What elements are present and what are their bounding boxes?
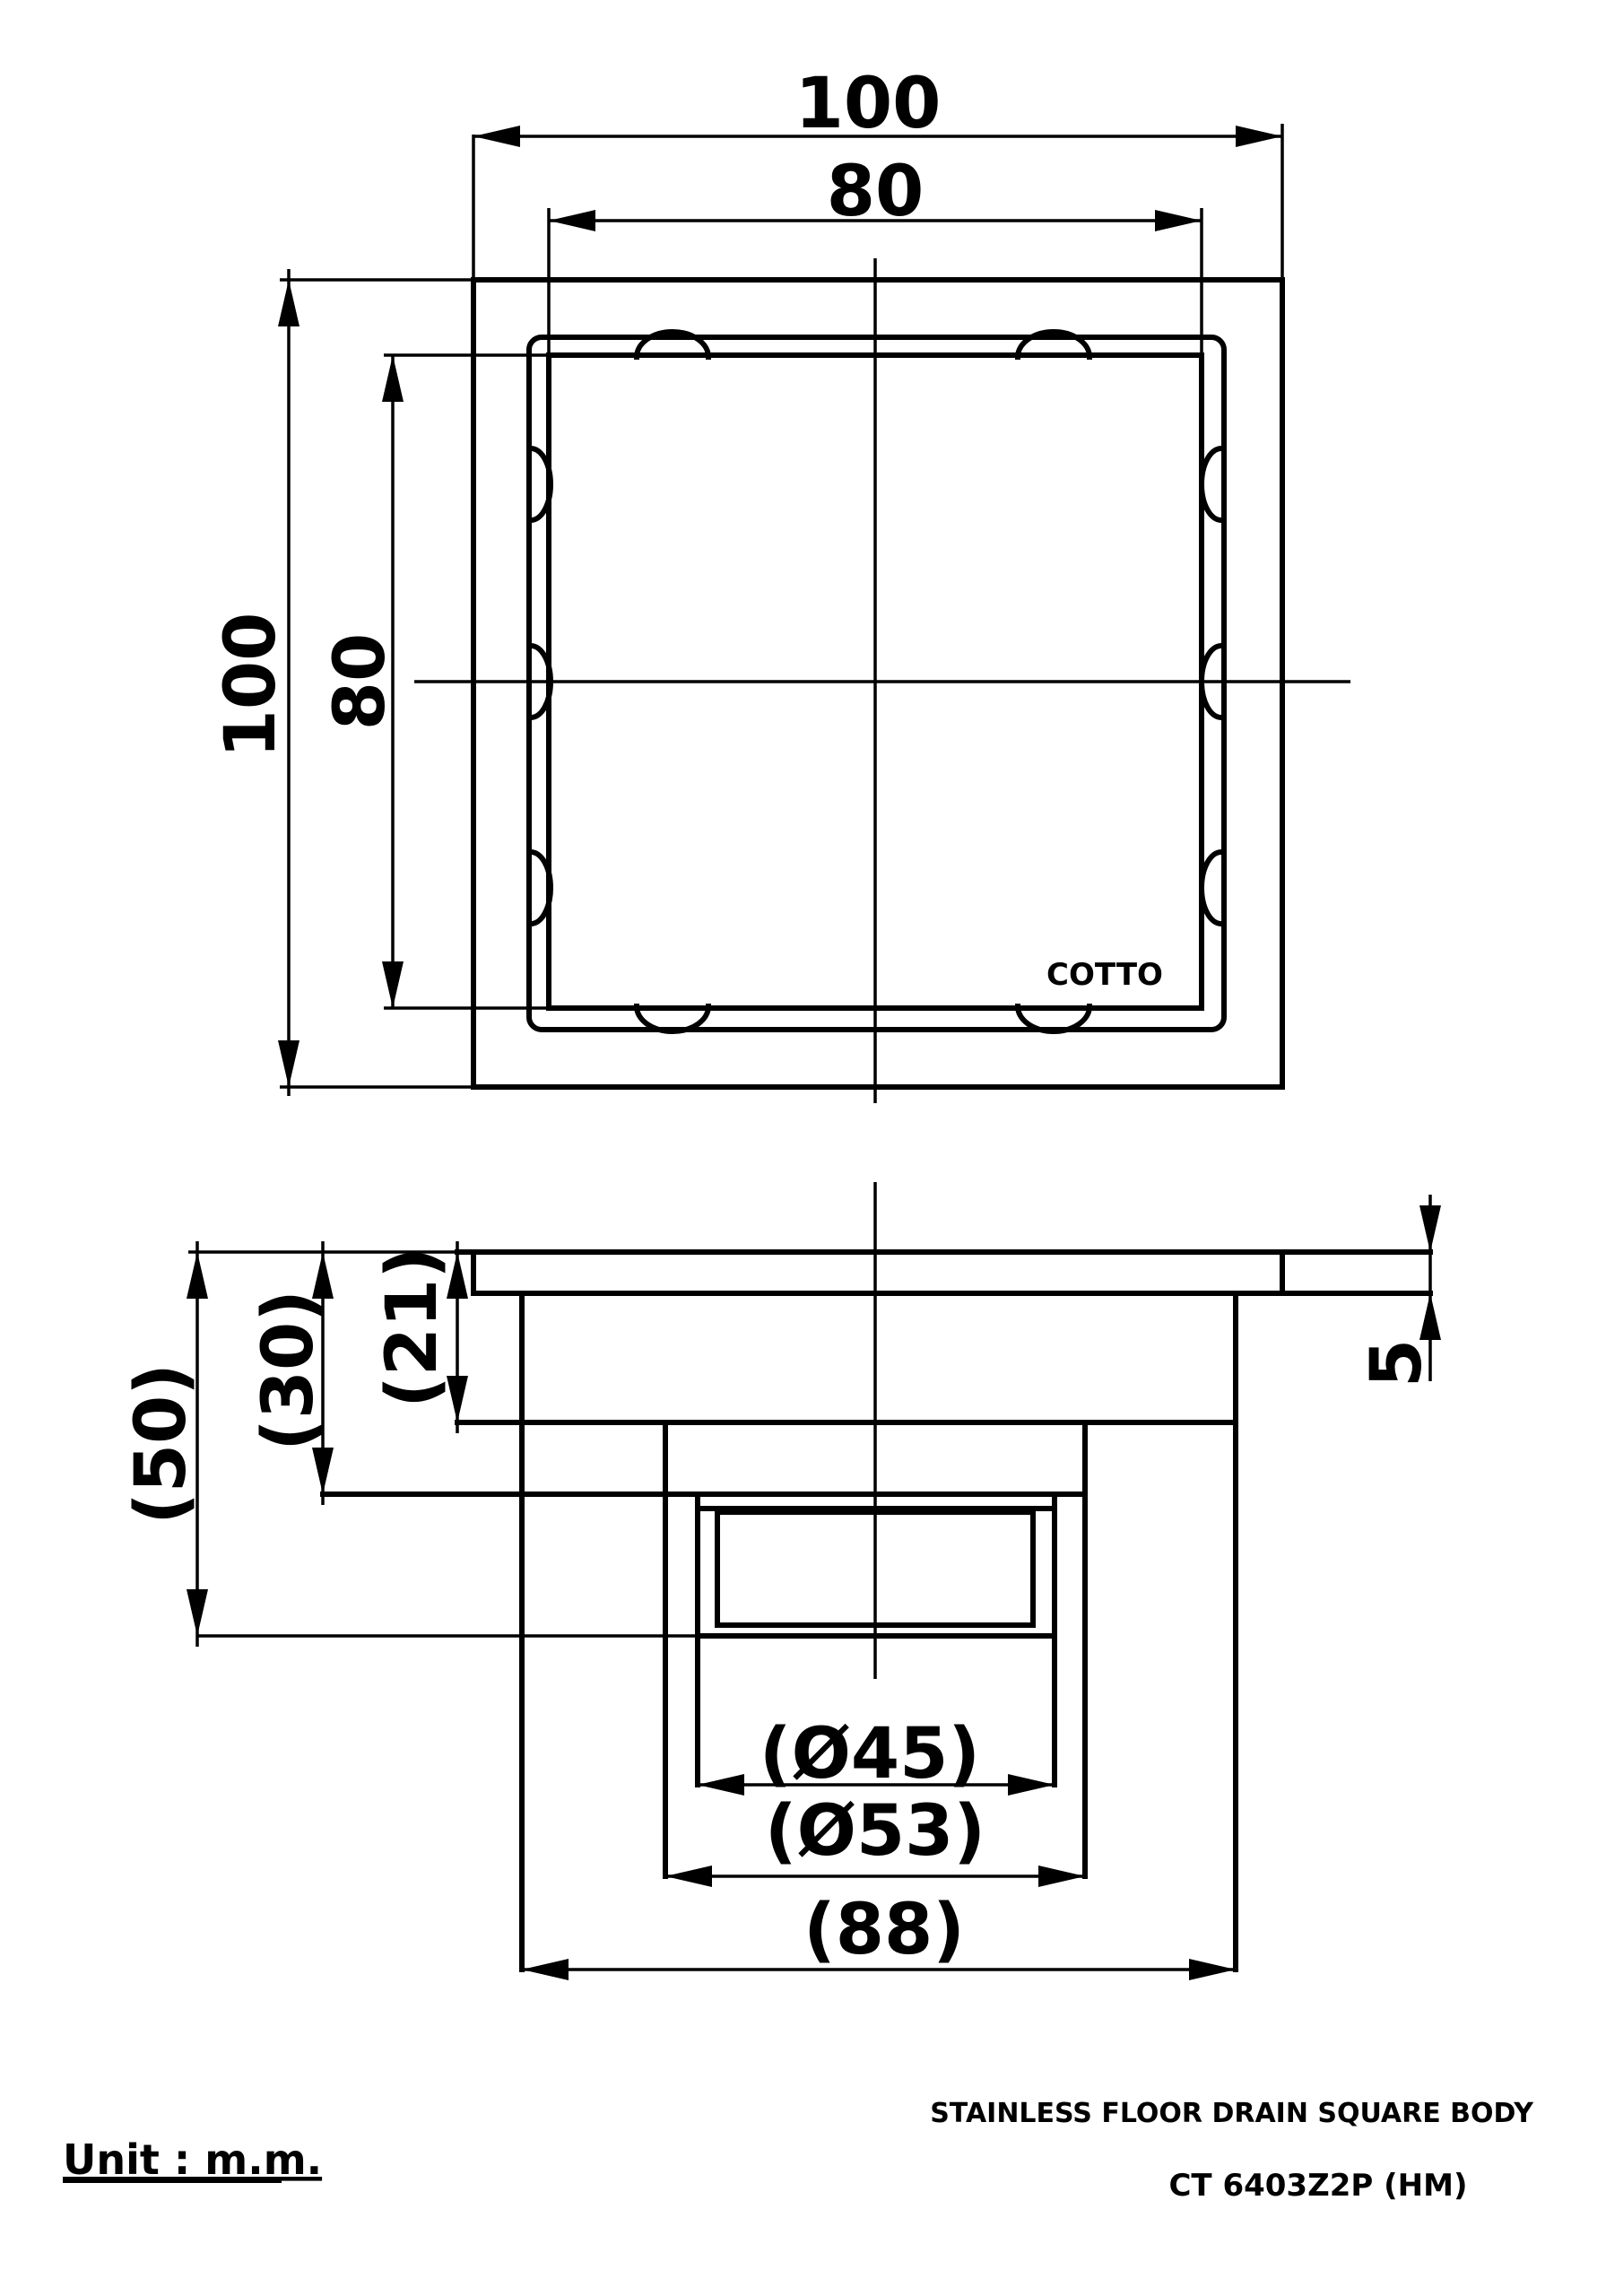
notch-left-bottom [527, 848, 553, 927]
dim-flange: 5 [1357, 1339, 1437, 1387]
dim-outer-height: 100 [211, 613, 291, 759]
dim-outer-width: 100 [795, 64, 942, 144]
product-name: STAINLESS FLOOR DRAIN SQUARE BODY [930, 2098, 1534, 2129]
notch-left-top [527, 445, 553, 524]
dim-body-width: (88) [803, 1890, 965, 1970]
notch-bottom-right [1014, 1003, 1093, 1034]
dim-height-30: (30) [248, 1290, 329, 1451]
dim-inner-width: 80 [827, 152, 925, 232]
title-block: Unit : m.m. STAINLESS FLOOR DRAIN SQUARE… [63, 2098, 1534, 2204]
dim-height-21: (21) [372, 1247, 453, 1408]
dim-dia-45: (Ø45) [760, 1714, 980, 1795]
notch-right-top [1199, 445, 1225, 524]
notch-right-bottom [1199, 848, 1225, 927]
dim-inner-height: 80 [320, 633, 401, 731]
model-number: CT 6403Z2P (HM) [1168, 2168, 1467, 2204]
dim-total-height: (50) [121, 1363, 202, 1525]
section-view: (50) (30) (21) 5 (Ø45) (Ø53) (88) [121, 1182, 1441, 1980]
dim-dia-53: (Ø53) [765, 1791, 985, 1872]
flange-left [471, 1249, 525, 1296]
unit-label: Unit : m.m. [63, 2135, 322, 2184]
cotto-logo: COTTO [1046, 957, 1163, 993]
flange-right [1233, 1249, 1285, 1296]
notch-top-left [633, 329, 712, 361]
trap-cup-inner [715, 1509, 1036, 1628]
plan-view: COTTO 100 80 100 80 [211, 64, 1350, 1103]
notch-bottom-left [633, 1003, 712, 1034]
notch-top-right [1014, 329, 1093, 361]
